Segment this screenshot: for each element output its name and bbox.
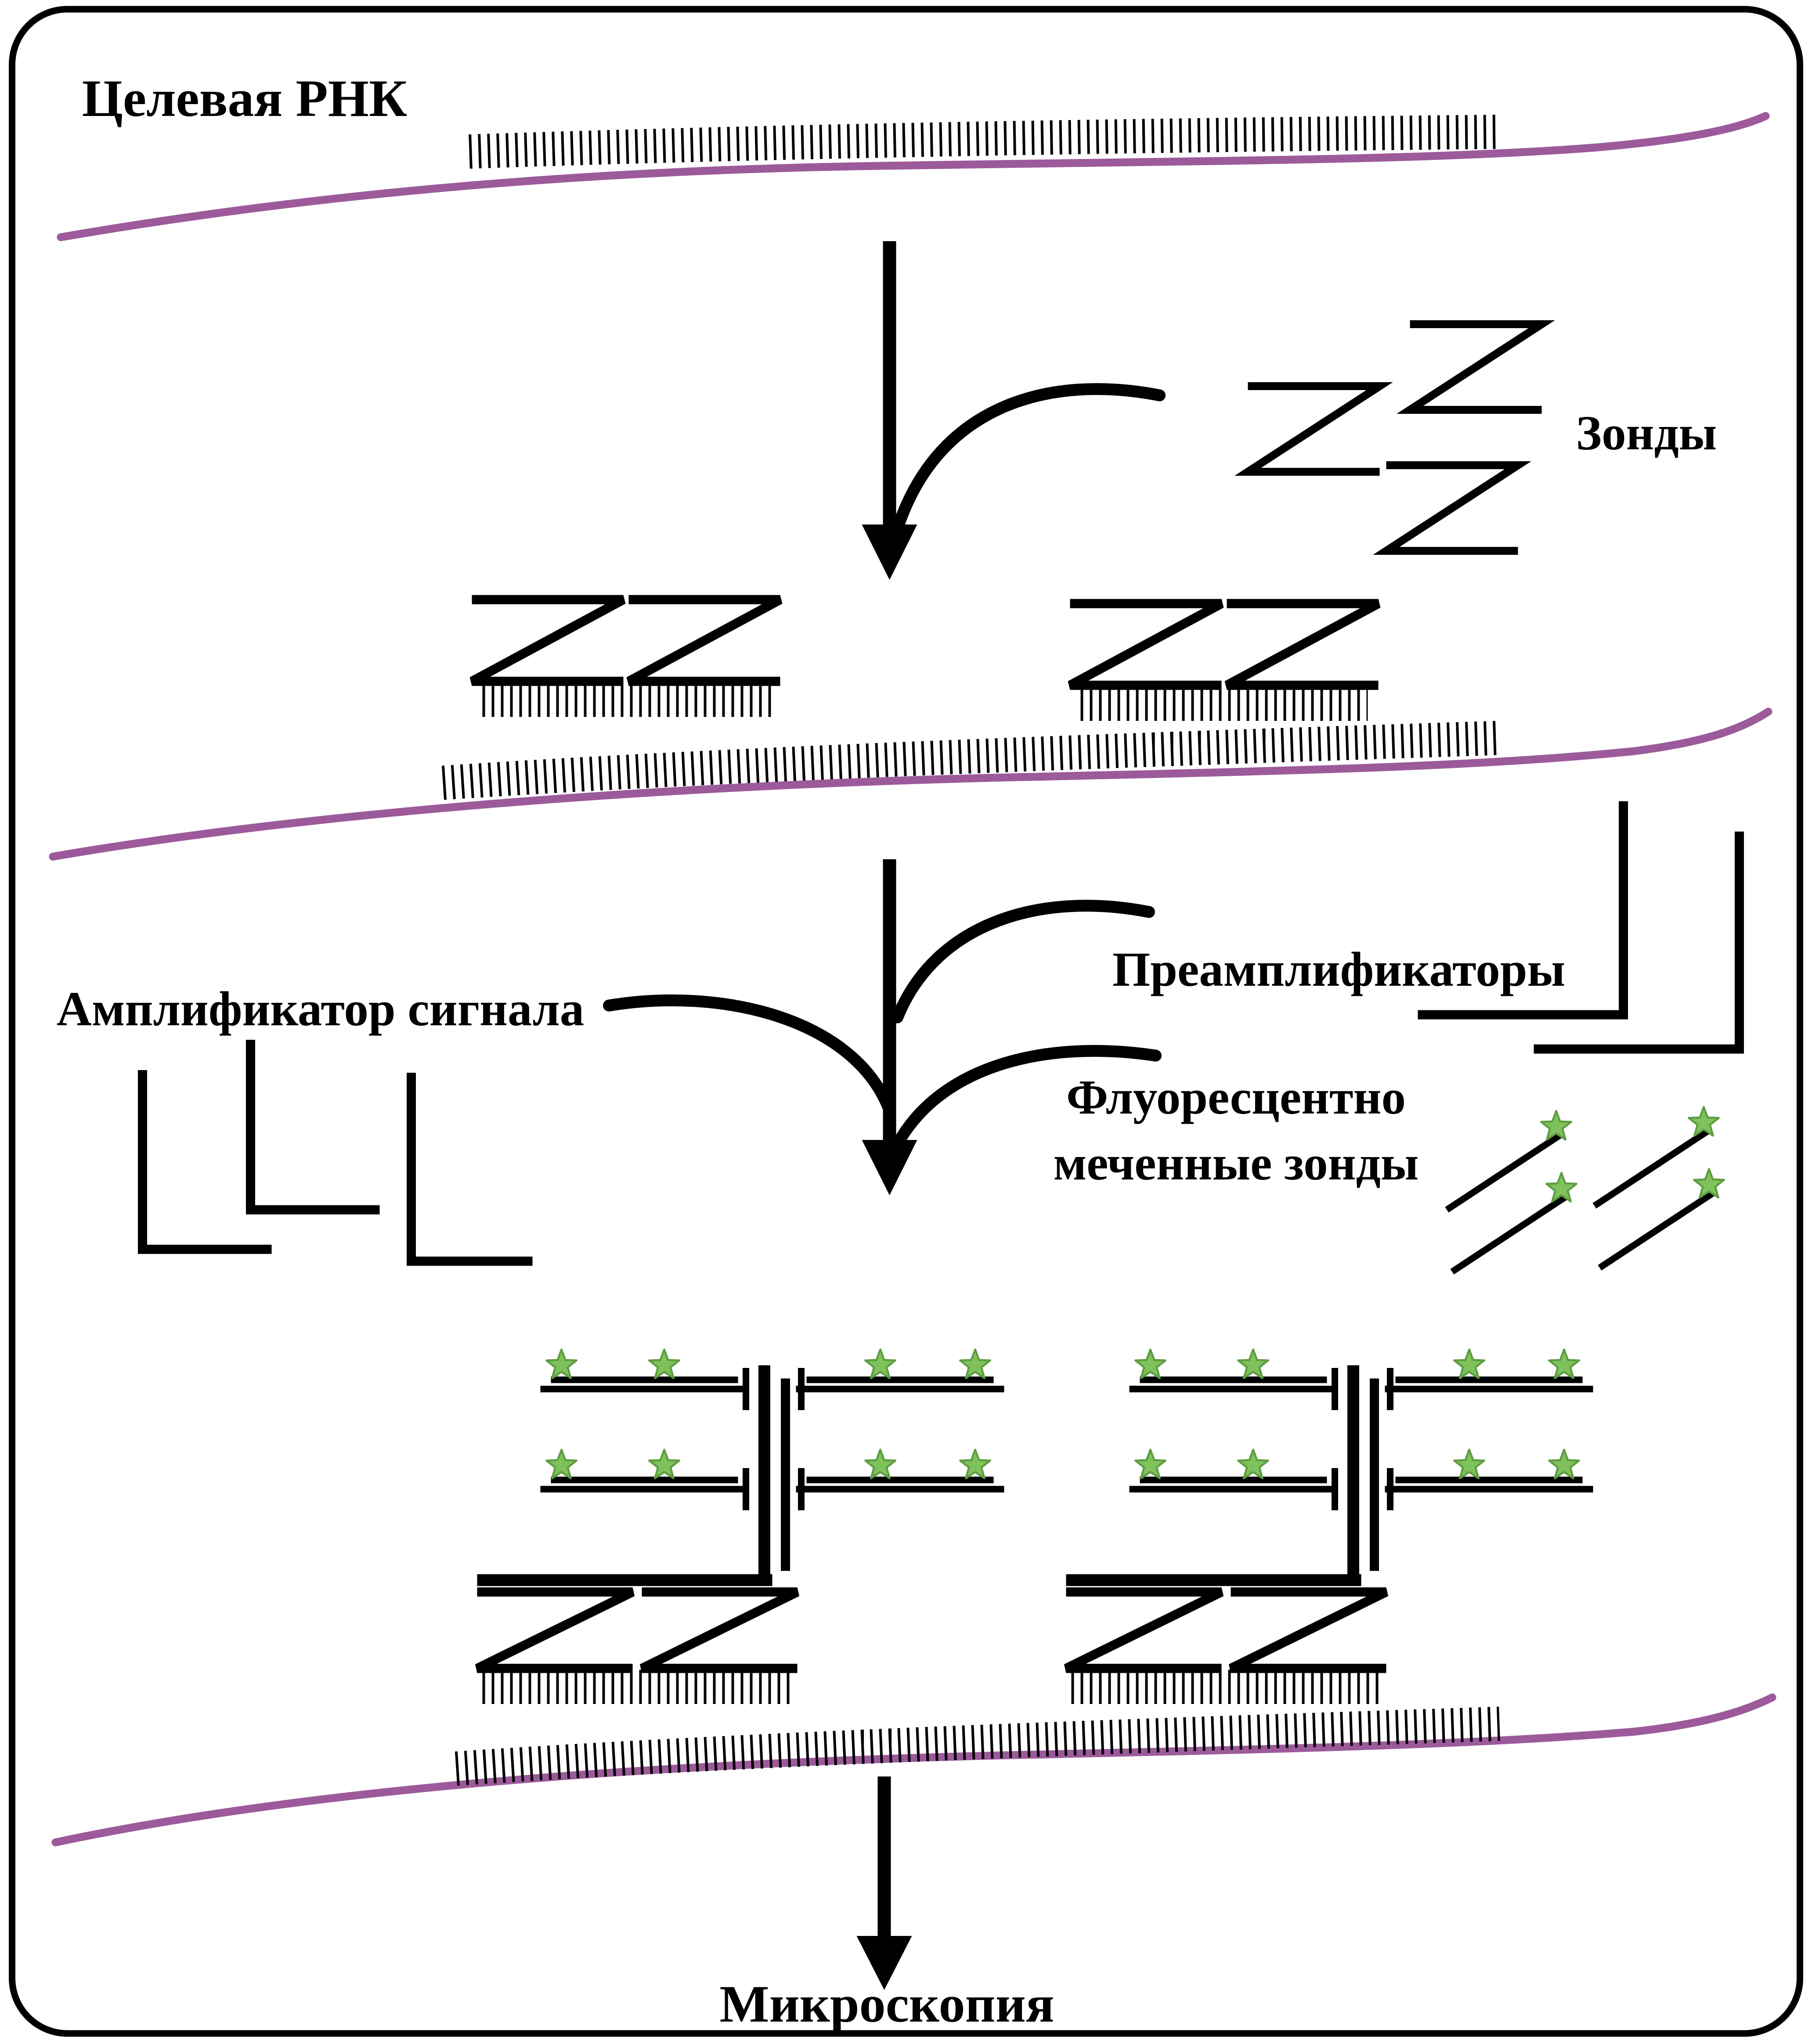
zz-probe	[1397, 320, 1555, 414]
preamplifiers-label: Преамплификаторы	[1112, 943, 1565, 997]
fluorophore-star-icon	[649, 1349, 679, 1378]
microscopy-label: Микроскопия	[719, 1975, 1054, 2033]
amplifier-shape	[137, 1070, 272, 1254]
rna-strand-curve	[57, 112, 1770, 241]
arrow-head	[862, 525, 917, 580]
preamplifiers	[1418, 801, 1744, 1054]
zz-probe	[475, 1587, 635, 1673]
zz-probe	[639, 1587, 800, 1673]
bottom-rna-strand	[51, 1693, 1776, 1846]
labeled-probe-line	[1598, 1188, 1718, 1271]
fluorophore-star-icon	[546, 1349, 576, 1378]
diagram-border	[9, 6, 1803, 2037]
preamplifier-merge-curve	[892, 900, 1155, 1024]
probe-bound-rna	[49, 595, 1772, 861]
fluorophore-star-icon	[960, 1450, 990, 1478]
fluorescent-probes	[1445, 1107, 1724, 1275]
fluorescent-merge-curve	[890, 1045, 1162, 1153]
bottom-complex-right	[1066, 1349, 1593, 1687]
labeled-probe-line	[1445, 1130, 1565, 1213]
rna-binding-ticks	[455, 1707, 1500, 1786]
zz-probe	[1373, 461, 1531, 555]
amplifier-shape	[245, 1040, 380, 1215]
free-zz-probes	[1234, 320, 1555, 555]
labeled-probe-line	[1592, 1126, 1712, 1209]
rna-strand-curve	[49, 708, 1772, 861]
zz-probe	[469, 595, 626, 686]
zz-probe	[1234, 382, 1393, 476]
arrow-head	[862, 1140, 917, 1195]
fluorescent-probes-label-line1: Флуоресцентно	[1066, 1071, 1406, 1125]
fluorophore-star-icon	[649, 1450, 679, 1478]
zz-probe	[626, 595, 783, 686]
fluorophore-star-icon	[960, 1349, 990, 1378]
probes-merge-curve	[893, 383, 1166, 531]
labeled-probe-line	[1450, 1192, 1570, 1275]
fluorescent-probes-label-line2: меченные зонды	[1054, 1136, 1419, 1190]
target-rna-label: Целевая РНК	[82, 69, 408, 127]
preamplifier-shape	[1534, 832, 1744, 1054]
rna-binding-ticks	[441, 721, 1498, 800]
fluorophore-star-icon	[865, 1450, 895, 1478]
fluorophore-star-icon	[546, 1450, 576, 1478]
zz-probe	[1224, 599, 1381, 690]
probes-label: Зонды	[1576, 406, 1717, 460]
bottom-complex-left	[475, 1349, 1004, 1704]
preamplifier-shape	[1418, 801, 1628, 1020]
fluorophore-star-icon	[865, 1349, 895, 1378]
amplifier-shape	[406, 1073, 533, 1266]
amplification-arrow	[603, 859, 1162, 1195]
arrow-head	[856, 1936, 912, 1990]
microscopy-arrow	[856, 1776, 912, 1990]
hybridization-arrow	[862, 241, 1166, 580]
zz-probe	[1068, 599, 1224, 690]
rna-strand-curve	[51, 1693, 1776, 1846]
top-rna-strand	[57, 112, 1770, 241]
signal-amplifier-label: Амплификатор сигнала	[57, 982, 585, 1036]
rna-binding-ticks	[469, 115, 1500, 169]
signal-amplifiers	[137, 1040, 533, 1266]
amplifier-merge-curve	[603, 994, 894, 1113]
